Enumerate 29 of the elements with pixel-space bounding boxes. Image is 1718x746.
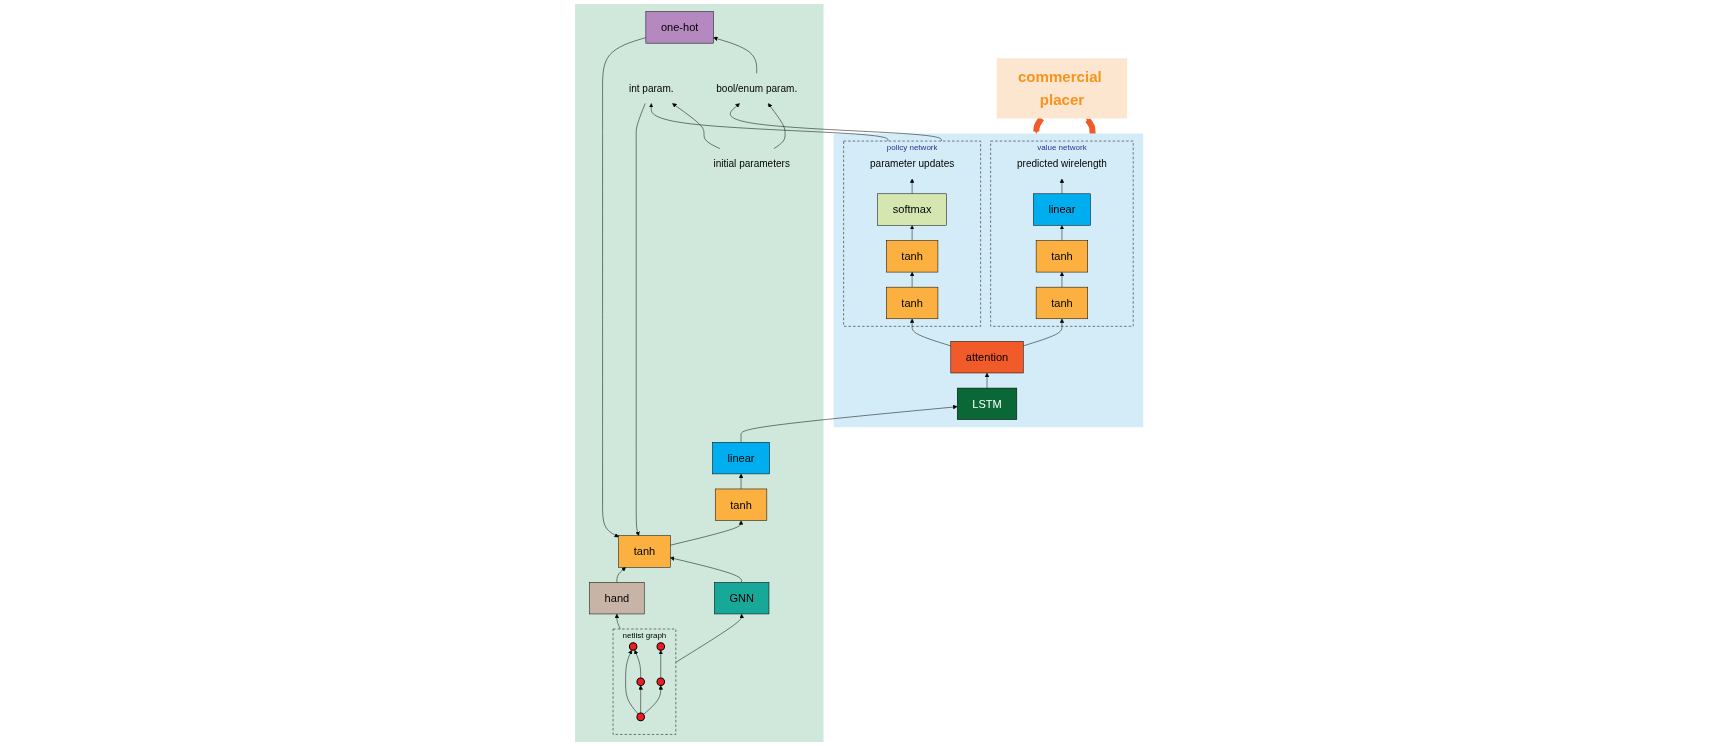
graph-vertex-circle [636, 677, 645, 686]
text-label: parameter updates [869, 158, 955, 170]
layer-box: LSTM [956, 387, 1017, 420]
layer-box: linear [712, 442, 770, 475]
layer-box: hand [589, 582, 645, 615]
text-label: int param. [628, 82, 674, 94]
layer-box: tanh [1035, 240, 1088, 273]
arrow [1033, 116, 1044, 134]
graph-vertex-circle [628, 642, 638, 651]
layer-box: tanh [618, 535, 671, 568]
group-box: netlist graph [612, 628, 676, 735]
text-label: predicted wirelength [1016, 158, 1107, 170]
layer-box: attention [950, 341, 1024, 374]
text-label: initial parameters [713, 158, 790, 170]
layer-box: tanh [1035, 286, 1088, 320]
placer-band: commercial placer [996, 58, 1128, 119]
panel-background [574, 4, 824, 742]
layer-box: one-hot [645, 11, 714, 44]
layer-box: tanh [885, 286, 939, 320]
layer-box: linear [1033, 193, 1091, 226]
graph-vertex-circle [656, 642, 665, 651]
graph-vertex-circle [636, 712, 645, 722]
layer-box: tanh [714, 488, 767, 521]
arrow [1085, 118, 1096, 136]
layer-box: softmax [877, 193, 947, 226]
graph-vertex-circle [656, 677, 665, 686]
layer-box: GNN [713, 582, 770, 615]
text-label: bool/enum param. [716, 82, 798, 94]
layer-box: tanh [885, 240, 939, 273]
